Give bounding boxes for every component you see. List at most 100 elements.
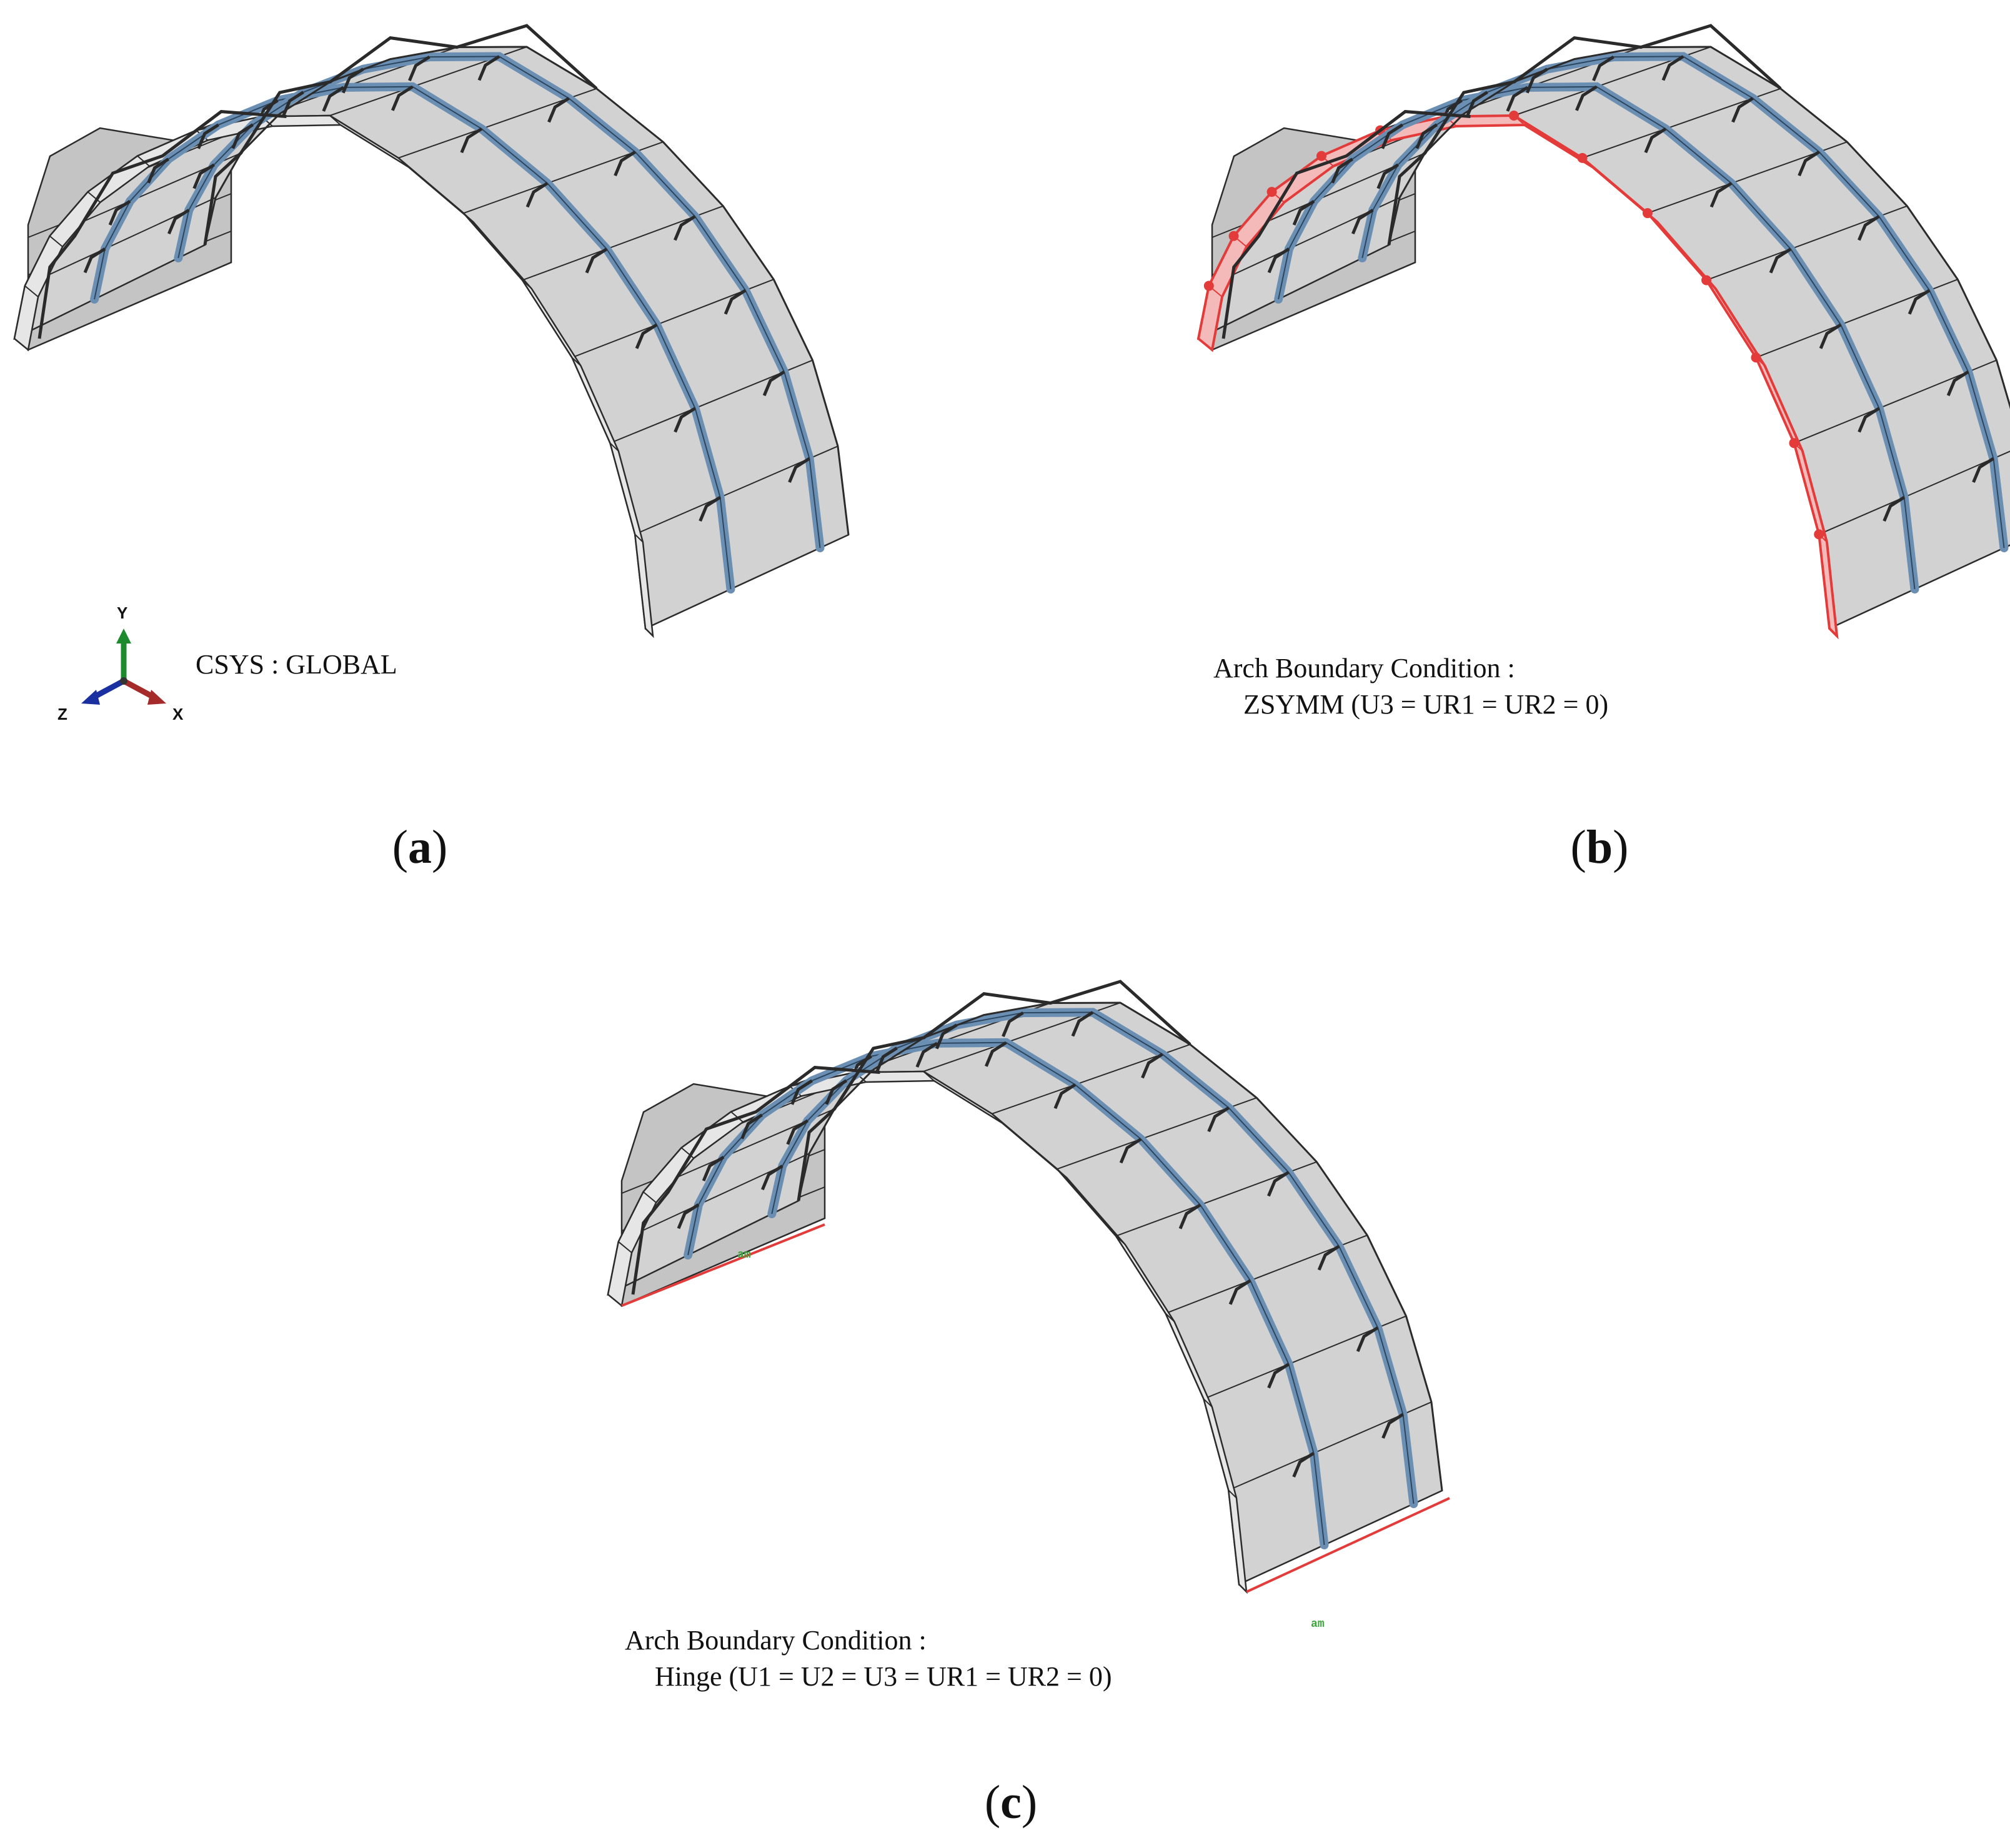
- rail-bracket: [525, 182, 549, 208]
- rail-bracket: [1661, 55, 1684, 81]
- arch-segment-joint: [1115, 1235, 1126, 1245]
- bc-tag-right: am: [1311, 1618, 1325, 1631]
- rail-bracket: [167, 209, 190, 235]
- rail-bracket: [1141, 1053, 1163, 1079]
- rail-bracket: [192, 163, 216, 189]
- y-axis-head: [116, 628, 131, 643]
- axis-triad: Y X Z: [57, 604, 184, 723]
- arch-segment-joint: [634, 534, 644, 543]
- rail-bracket: [391, 85, 414, 111]
- rail-bracket: [1506, 86, 1529, 112]
- crown-truss: [1221, 110, 1471, 339]
- rail-bracket: [788, 457, 810, 483]
- hinge-edge-left: [621, 1223, 825, 1307]
- rail-bracket: [1331, 157, 1353, 184]
- rail-bracket: [825, 1079, 848, 1105]
- annotation-c-line-2: Hinge (U1 = U2 = U3 = UR1 = UR2 = 0): [655, 1661, 1112, 1692]
- arch-segment-joint: [642, 1191, 657, 1203]
- bc-node-marker: [1701, 275, 1712, 286]
- rail-bracket: [1798, 151, 1820, 177]
- rail-bracket: [1858, 407, 1880, 433]
- rail-bracket: [984, 1041, 1007, 1067]
- rail-bracket: [1207, 1106, 1230, 1133]
- bc-node-marker: [1789, 438, 1799, 449]
- rail-bracket: [1351, 209, 1374, 235]
- rail-bracket: [231, 123, 254, 149]
- annotation-c-line-1: Arch Boundary Condition :: [625, 1625, 927, 1656]
- arch-segment-joint: [1057, 1168, 1068, 1179]
- rail-bracket: [1857, 215, 1880, 241]
- arch-segment-joint: [571, 357, 582, 367]
- rail-bracket: [1266, 1171, 1290, 1197]
- rail-bracket: [677, 1203, 700, 1230]
- rail-bracket: [740, 1113, 763, 1140]
- arch-segment-joint: [609, 442, 619, 452]
- arch-segment-joint: [463, 212, 474, 223]
- bc-node-marker: [1814, 529, 1824, 540]
- rail-bracket: [1119, 1138, 1142, 1164]
- far-arch-edge: [797, 1001, 1443, 1491]
- rail-bracket: [635, 323, 658, 349]
- x-axis-head: [147, 690, 166, 705]
- z-axis-head: [81, 690, 100, 705]
- rail-bracket: [1356, 1326, 1379, 1353]
- rail-bracket: [408, 55, 430, 82]
- rail-bracket: [1228, 1279, 1251, 1305]
- crown-truss: [631, 1066, 880, 1295]
- rail-bracket: [585, 247, 608, 274]
- rail-bracket: [786, 1119, 809, 1145]
- triad-origin: [120, 677, 127, 685]
- arch-model-a: [13, 24, 850, 638]
- bc-node-marker: [1642, 208, 1653, 219]
- arch-segment-joint: [397, 157, 409, 168]
- arch-segment-joint: [49, 236, 63, 247]
- rail-bracket: [1002, 1011, 1024, 1038]
- rail-bracket: [1071, 1011, 1094, 1037]
- rail-bracket: [1415, 123, 1438, 149]
- rail-bracket: [1819, 323, 1842, 349]
- rail-bracket: [1381, 1413, 1404, 1439]
- rail-bracket: [674, 407, 696, 433]
- x-axis-label: X: [172, 705, 184, 723]
- hinge-edge-right: [1246, 1497, 1450, 1593]
- rail-bracket: [1731, 97, 1754, 123]
- rail-bracket: [547, 97, 570, 123]
- rail-bracket: [83, 247, 106, 274]
- rail-bracket: [1376, 163, 1400, 189]
- far-arch-edge: [1388, 46, 2010, 410]
- rail-bracket: [702, 1155, 725, 1182]
- rail-bracket: [760, 1165, 784, 1191]
- rail-bracket: [147, 157, 169, 184]
- annotation-a-line-1: CSYS : GLOBAL: [196, 649, 397, 680]
- rail-bracket: [1972, 457, 1994, 483]
- panel-a: Y X Z CSYS : GLOBAL (a): [13, 24, 850, 873]
- arch-segment-joint: [87, 191, 101, 203]
- rail-bracket: [699, 495, 721, 522]
- bc-node-marker: [1509, 111, 1519, 121]
- bc-node-marker: [1316, 151, 1326, 161]
- arch-model-b: [1197, 24, 2010, 640]
- rail-bracket: [1267, 247, 1290, 274]
- rail-bracket: [1883, 495, 1905, 522]
- rail-bracket: [1908, 289, 1931, 315]
- arch-segment-joint: [522, 279, 532, 289]
- rail-bracket: [790, 1079, 813, 1105]
- rail-bracket: [108, 199, 131, 226]
- arch-segment-joint: [1228, 1489, 1237, 1499]
- rail-bracket: [1575, 85, 1598, 111]
- rail-bracket: [322, 86, 345, 112]
- rail-bracket: [1267, 1363, 1290, 1389]
- arch-segment-joint: [618, 1241, 632, 1253]
- panel-letter-c: (c): [985, 1776, 1037, 1829]
- bc-node-marker: [1266, 187, 1277, 197]
- rail-bracket: [1178, 1203, 1202, 1230]
- rail-bracket: [1317, 1244, 1340, 1271]
- rail-bracket: [1644, 127, 1667, 154]
- arch-segment-joint: [1203, 1398, 1213, 1408]
- rail-bracket: [614, 151, 636, 177]
- rail-bracket: [1592, 55, 1614, 82]
- far-arch-edge: [204, 46, 850, 535]
